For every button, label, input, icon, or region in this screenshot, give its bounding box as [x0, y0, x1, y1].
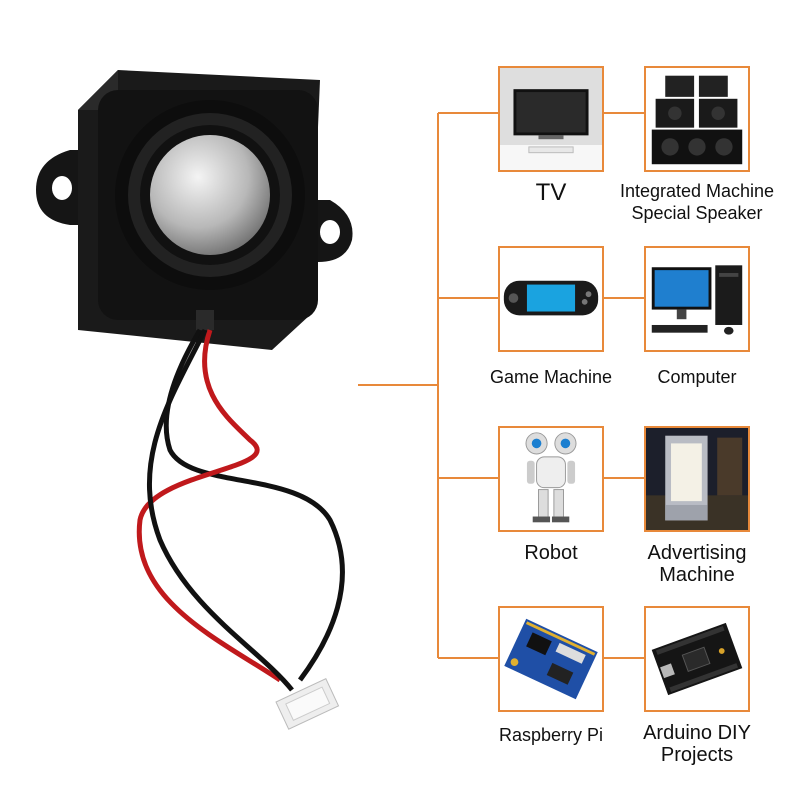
game-machine-tile	[498, 246, 604, 352]
speaker-product-image	[36, 70, 353, 730]
advertising-machine-tile	[644, 426, 750, 532]
label-raspberry-pi: Raspberry Pi	[498, 725, 604, 745]
speaker-stack-tile	[644, 66, 750, 172]
advertising-kiosk-icon	[646, 428, 748, 530]
label-robot: Robot	[524, 542, 578, 564]
raspberry-pi-tile	[498, 606, 604, 712]
speaker-stack-icon	[646, 68, 748, 170]
robot-tile	[498, 426, 604, 532]
arduino-tile	[644, 606, 750, 712]
computer-tile	[644, 246, 750, 352]
tv-tile	[498, 66, 604, 172]
handheld-console-icon	[500, 248, 602, 350]
label-integrated-machine-speaker: Integrated Machine Special Speaker	[619, 181, 775, 223]
label-advertising-machine: Advertising Machine	[647, 542, 747, 586]
circuit-board-icon	[500, 608, 602, 710]
robot-icon	[500, 428, 602, 530]
label-computer: Computer	[657, 367, 737, 387]
tv-icon	[500, 68, 602, 170]
arduino-board-icon	[646, 608, 748, 710]
label-arduino-diy-projects: Arduino DIY Projects	[643, 722, 751, 766]
label-game-machine: Game Machine	[489, 367, 613, 387]
desktop-computer-icon	[646, 248, 748, 350]
label-tv: TV	[535, 179, 567, 206]
